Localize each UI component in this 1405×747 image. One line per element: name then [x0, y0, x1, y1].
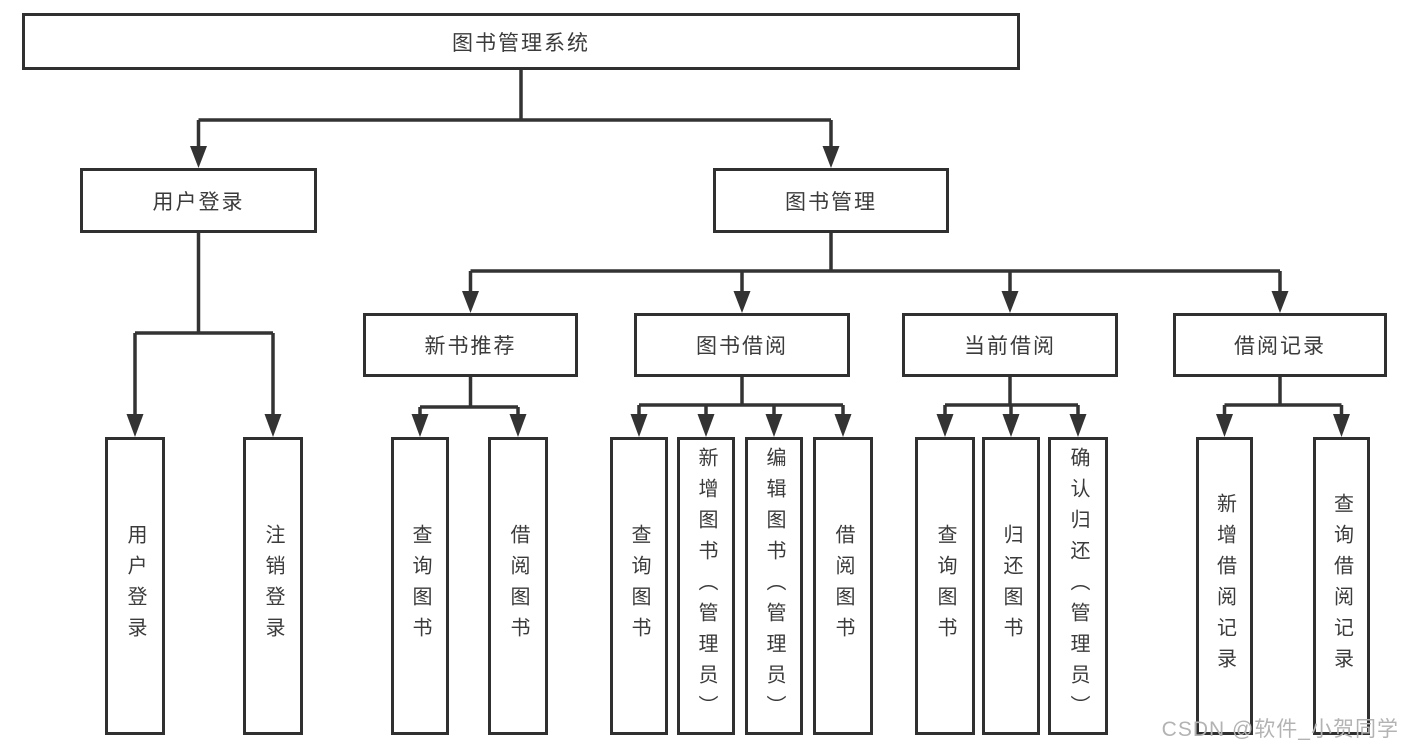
leaf-return-book-label: 归还图书 [1000, 524, 1022, 648]
leaf-user-login-label: 用户登录 [124, 524, 146, 648]
leaf-borrow-book-1-label: 借阅图书 [507, 524, 529, 648]
connector-book-management-to-level3 [462, 233, 1289, 313]
leaf-user-login: 用户登录 [105, 437, 165, 735]
leaf-return-book: 归还图书 [982, 437, 1040, 735]
leaf-query-book-1: 查询图书 [391, 437, 449, 735]
leaf-confirm-return-admin: 确认归还（管理员） [1048, 437, 1108, 735]
leaf-query-book-1-label: 查询图书 [409, 524, 431, 648]
leaf-add-borrow-record-label: 新增借阅记录 [1213, 493, 1236, 679]
leaf-edit-book-admin-label: 编辑图书（管理员） [763, 446, 785, 726]
leaf-borrow-book-2-label: 借阅图书 [832, 524, 854, 648]
connector-user-login-to-leaves [126, 233, 282, 437]
leaf-edit-book-admin: 编辑图书（管理员） [745, 437, 803, 735]
node-current-borrow: 当前借阅 [902, 313, 1118, 377]
connector-book-borrow-to-leaves [630, 377, 852, 437]
connector-borrow-records-to-leaves [1216, 377, 1350, 437]
leaf-add-book-admin-label: 新增图书（管理员） [695, 446, 717, 726]
leaf-add-book-admin: 新增图书（管理员） [677, 437, 735, 735]
leaf-borrow-book-1: 借阅图书 [488, 437, 548, 735]
leaf-query-book-3: 查询图书 [915, 437, 975, 735]
leaf-query-book-2: 查询图书 [610, 437, 668, 735]
node-book-management: 图书管理 [713, 168, 949, 233]
leaf-logout-label: 注销登录 [262, 524, 284, 648]
leaf-query-book-2-label: 查询图书 [628, 524, 650, 648]
root-node-library-management-system: 图书管理系统 [22, 13, 1020, 70]
leaf-add-borrow-record: 新增借阅记录 [1196, 437, 1253, 735]
node-new-book-recommend: 新书推荐 [363, 313, 578, 377]
leaf-query-book-3-label: 查询图书 [934, 524, 956, 648]
node-book-borrow: 图书借阅 [634, 313, 850, 377]
node-user-login: 用户登录 [80, 168, 317, 233]
leaf-logout: 注销登录 [243, 437, 303, 735]
connector-new-book-recommend-to-leaves [411, 377, 527, 437]
leaf-borrow-book-2: 借阅图书 [813, 437, 873, 735]
connector-current-borrow-to-leaves [936, 377, 1087, 437]
leaf-query-borrow-record-label: 查询借阅记录 [1330, 493, 1353, 679]
leaf-confirm-return-admin-label: 确认归还（管理员） [1067, 446, 1089, 726]
connector-root-to-level2 [190, 70, 840, 168]
leaf-query-borrow-record: 查询借阅记录 [1313, 437, 1370, 735]
csdn-watermark: CSDN @软件_小贺同学 [1161, 718, 1399, 741]
node-borrow-records: 借阅记录 [1173, 313, 1387, 377]
